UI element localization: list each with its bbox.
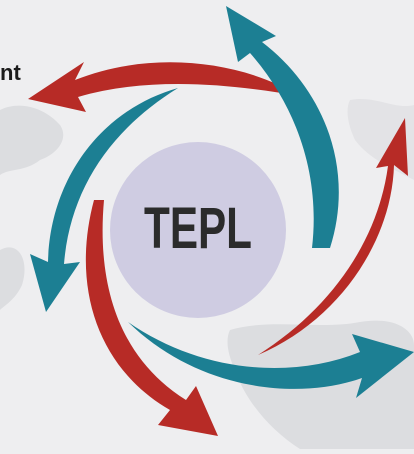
map-landmass	[0, 247, 25, 310]
curved-arrow-icon	[30, 88, 178, 312]
center-label: TEPL	[144, 196, 252, 261]
curved-arrow-icon	[85, 200, 218, 436]
curved-arrow-icon	[226, 6, 339, 248]
curved-arrow-icon	[258, 118, 408, 355]
map-landmass	[0, 105, 64, 175]
center-circle	[110, 142, 286, 318]
curved-arrow-icon	[28, 62, 300, 112]
curved-arrow-icon	[128, 322, 414, 398]
arrow-group	[28, 6, 414, 436]
edge-text: nt	[0, 60, 21, 85]
